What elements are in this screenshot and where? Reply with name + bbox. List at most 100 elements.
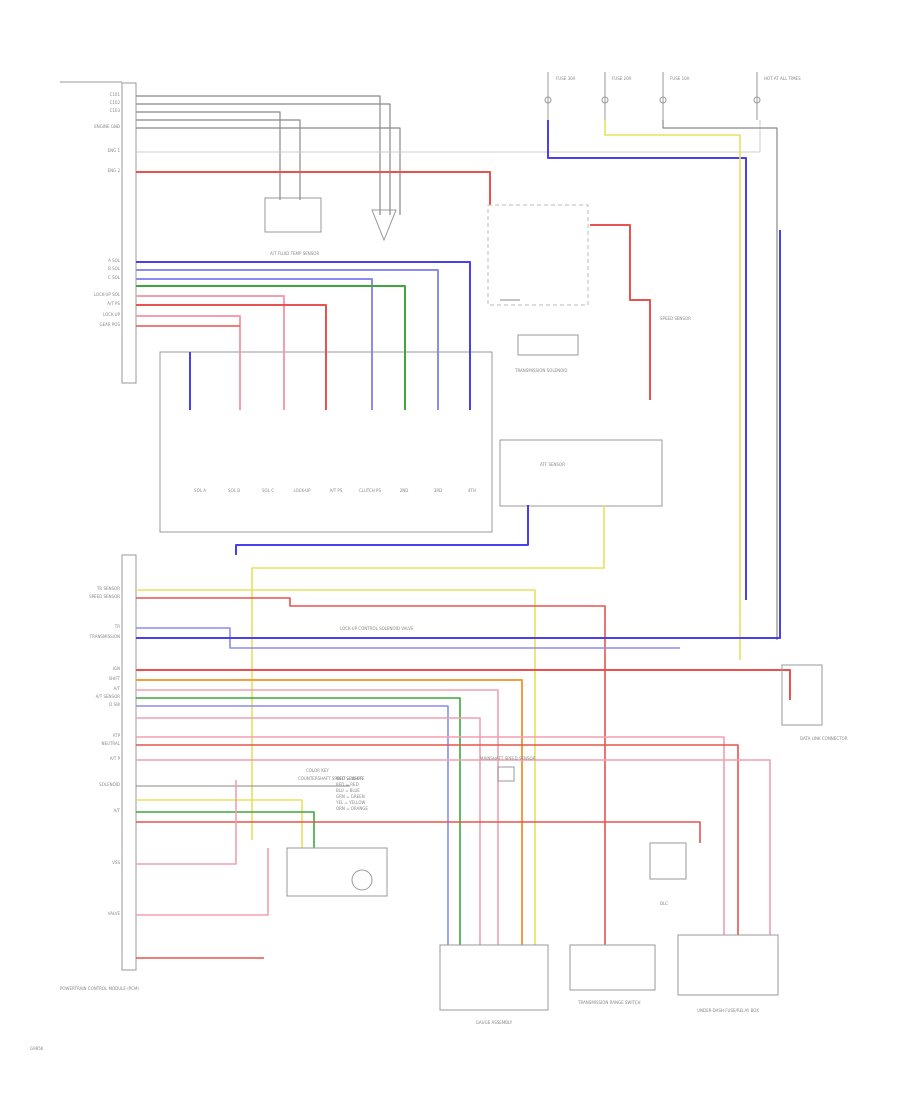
mid-connector-label: A/T PS (107, 301, 120, 306)
wire-red-c (136, 597, 606, 945)
ecm-label: 3RD (434, 488, 442, 493)
range-switch-box (569, 944, 656, 991)
lower-connector-label: IGN (113, 666, 120, 671)
wire-red-f (136, 821, 701, 843)
legend-item: ORN = ORANGE (336, 806, 368, 811)
wire-pink-b (136, 315, 241, 410)
wire-red-a (136, 304, 327, 410)
wire-blue-a (136, 261, 471, 410)
legend-item: YEL = YELLOW (335, 800, 366, 805)
wire-pink-g (136, 780, 237, 865)
top-connector-label: C103 (110, 108, 121, 113)
switch-box-left (264, 197, 322, 233)
lower-connector-label: ATP (113, 733, 121, 738)
ecm-connector-top (121, 82, 137, 384)
wire-lavender-d (136, 705, 449, 945)
lower-connector-label: A/T P (110, 756, 121, 761)
ecm-label: SOL B (228, 488, 240, 493)
component-lockup: LOCK-UP CONTROL SOLENOID VALVE (340, 626, 414, 631)
lower-connector-label: VSS (112, 860, 120, 865)
wire-red-top (136, 171, 491, 205)
lower-connector-label: SPEED SENSOR (89, 594, 120, 599)
ecm-label: SOL A (194, 488, 206, 493)
component-data-link: DATA LINK CONNECTOR (800, 736, 848, 741)
fuse-label: FUSE 10A (670, 76, 690, 81)
wire-blue-c (136, 230, 781, 639)
component-gauge: GAUGE ASSEMBLY (476, 1020, 513, 1025)
fuse-group (544, 72, 761, 120)
wire-lavender-b (136, 278, 373, 410)
solenoid-coil (351, 869, 373, 891)
component-countershaft: COUNTERSHAFT SPEED SENSOR (298, 776, 363, 781)
wire-green-c (136, 811, 315, 848)
wire-gray-5 (136, 127, 401, 215)
ecm-label: A/T PS (330, 488, 343, 493)
wires-group (136, 95, 791, 959)
component-range-switch: TRANSMISSION RANGE SWITCH (577, 1000, 641, 1005)
ecm-label: 4TH (468, 488, 476, 493)
fuse-label: FUSE 30A (556, 76, 576, 81)
top-connector-label: ENG 2 (108, 168, 121, 173)
lower-connector-label: TRANSMISSION (89, 634, 120, 639)
wire-pink-d (136, 717, 481, 945)
lower-connector-label: D SW (109, 702, 120, 707)
top-connector-label: ENGINE GND (94, 124, 120, 129)
sensor-box (499, 439, 663, 507)
legend-item: RED = RED (336, 782, 359, 787)
small-sensor-box (497, 766, 515, 782)
component-dlc: DLC (660, 901, 668, 906)
sensor-housing (517, 334, 579, 356)
wire-gray-2 (136, 103, 391, 215)
wire-pink-e (136, 736, 725, 935)
lower-connector-label: A/T SENSOR (96, 694, 121, 699)
mid-connector-label: LOCK-UP SOL (94, 292, 121, 297)
wire-gray-4 (136, 119, 301, 200)
legend-title: COLOR KEY (306, 768, 329, 773)
component-atf-temp: A/T FLUID TEMP SENSOR (270, 251, 319, 256)
top-connector-label: C101 (110, 92, 121, 97)
solenoid-box (286, 847, 388, 897)
wire-red-relay (590, 224, 651, 400)
wire-gray-trunk (662, 120, 778, 640)
lower-connector-label: A/T (113, 808, 120, 813)
wire-green-a (136, 285, 406, 410)
wire-pink-a (136, 295, 285, 410)
fuse-relay-box (677, 934, 779, 996)
wire-orange-a (136, 679, 523, 945)
dlc-box (649, 842, 687, 880)
wire-green-b (136, 697, 461, 945)
lower-connector-label: A/T (113, 686, 120, 691)
mid-connector-label: A SOL (108, 258, 121, 263)
lower-connector-label: TR (114, 624, 120, 629)
relay-box (487, 204, 589, 306)
wire-red-e (136, 744, 739, 935)
mid-connector-label: C SOL (108, 275, 121, 280)
component-mainshaft: MAINSHAFT SPEED SENSOR (480, 756, 536, 761)
lower-connector-label: SOLENOID (99, 782, 120, 787)
page-code: G9856 (30, 1046, 44, 1051)
ecm-label: SOL C (262, 488, 274, 493)
lower-connector-label: SHIFT (109, 676, 121, 681)
wire-gray-6 (136, 120, 761, 153)
component-trans-solenoid: TRANSMISSION SOLENOID (514, 368, 567, 373)
gauge-box (439, 944, 549, 1011)
wire-yellow-c (136, 799, 303, 848)
ecm-label: 2ND (400, 488, 409, 493)
wire-pink-f (136, 759, 771, 935)
mid-connector-label: B SOL (108, 266, 121, 271)
ecm-caption: POWERTRAIN CONTROL MODULE (PCM) (60, 986, 139, 991)
wire-gray-1 (136, 95, 381, 215)
wire-red-d (136, 669, 791, 700)
wire-pink-h (136, 848, 269, 916)
wire-lavender-a (136, 269, 439, 410)
legend-item: BLU = BLUE (336, 788, 360, 793)
fuse-label: HOT AT ALL TIMES (764, 76, 801, 81)
lower-connector-label: NEUTRAL (102, 741, 121, 746)
lower-connector-label: VALVE (108, 911, 121, 916)
legend-item: GRN = GREEN (336, 794, 365, 799)
right-connector-box (781, 664, 823, 726)
component-speed-sensor: SPEED SENSOR (660, 316, 691, 321)
top-connector-label: ENG 1 (108, 148, 121, 153)
